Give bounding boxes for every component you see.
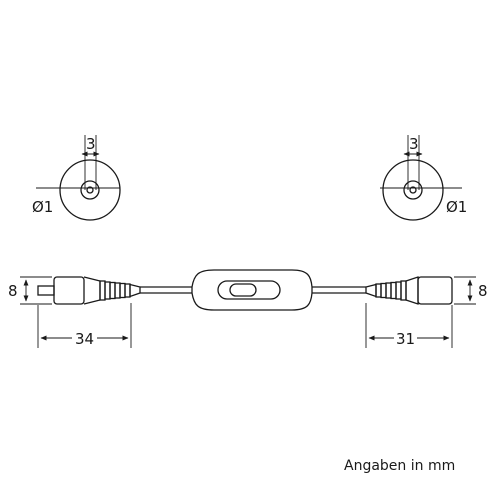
switch-slot bbox=[217, 280, 281, 300]
cable bbox=[140, 286, 366, 294]
socket-collar bbox=[405, 276, 419, 305]
plug-pin-diameter-label: Ø1 bbox=[32, 198, 53, 216]
dc-plug-side bbox=[37, 276, 141, 305]
socket-length-dimension: 31 bbox=[365, 303, 453, 348]
socket-pin-diameter-label: Ø1 bbox=[446, 198, 467, 216]
switch-housing bbox=[191, 269, 313, 311]
socket-height-label: 8 bbox=[478, 282, 488, 300]
plug-pin-circle bbox=[80, 180, 100, 200]
socket-pin-width-label: 3 bbox=[409, 135, 419, 153]
socket-pin-circle bbox=[403, 180, 423, 200]
plug-outer-circle bbox=[59, 159, 121, 221]
plug-height-label: 8 bbox=[8, 282, 18, 300]
plug-body bbox=[53, 276, 85, 305]
plug-height-dimension: 8 bbox=[8, 276, 52, 305]
plug-pin-width-label: 3 bbox=[86, 135, 96, 153]
plug-length-dimension: 34 bbox=[37, 303, 132, 348]
switch-rocker bbox=[229, 283, 257, 297]
plug-strain-relief bbox=[99, 280, 141, 301]
socket-outer-circle bbox=[382, 159, 444, 221]
dc-socket-side bbox=[365, 276, 453, 305]
socket-front-view: 3 Ø1 bbox=[380, 135, 467, 221]
plug-pin bbox=[37, 285, 55, 296]
plug-front-view: 3 Ø1 bbox=[32, 135, 121, 221]
socket-length-label: 31 bbox=[396, 330, 415, 348]
plug-center-pin bbox=[86, 186, 94, 194]
inline-switch bbox=[191, 269, 313, 311]
socket-body bbox=[417, 276, 453, 305]
socket-height-dimension: 8 bbox=[454, 276, 488, 305]
plug-collar bbox=[83, 276, 101, 305]
units-note: Angaben in mm bbox=[344, 458, 456, 474]
socket-center-pin bbox=[409, 186, 417, 194]
socket-strain-relief bbox=[365, 280, 407, 301]
plug-length-label: 34 bbox=[75, 330, 94, 348]
